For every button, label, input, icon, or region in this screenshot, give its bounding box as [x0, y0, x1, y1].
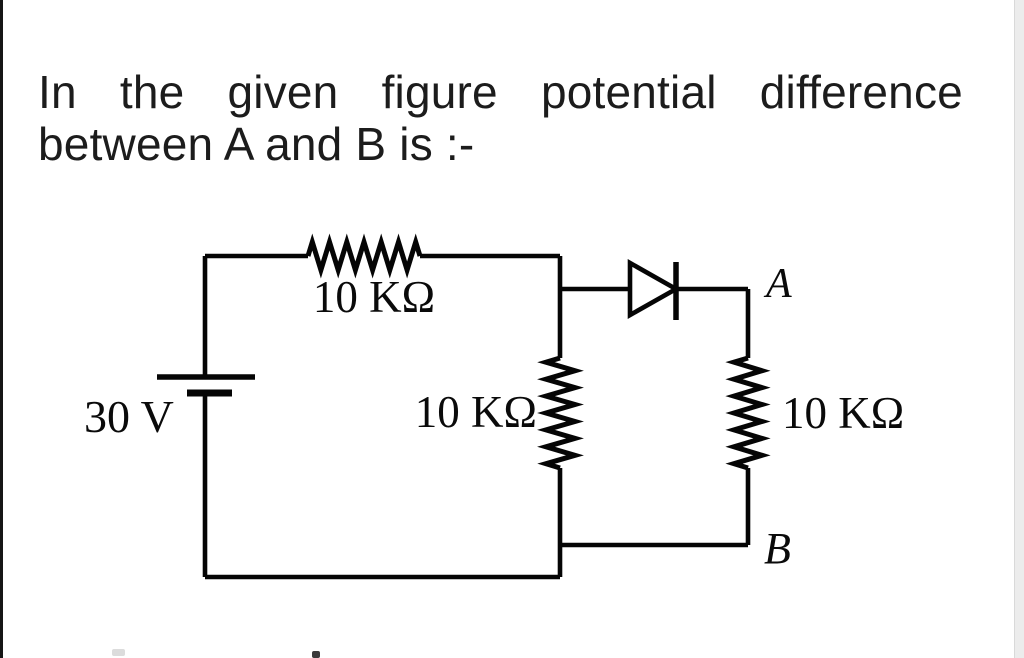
question-line-2: between A and B is :- — [38, 118, 475, 170]
middle-resistor-label: 10 KΩ — [415, 387, 537, 437]
question-word: In — [38, 66, 77, 118]
question-word: given — [227, 66, 339, 118]
middle-resistor-zigzag — [537, 355, 584, 471]
diode-branch-wire — [560, 286, 751, 358]
top-resistor-label: 10 KΩ — [313, 272, 435, 322]
question-word: potential — [540, 66, 717, 118]
question-word: figure — [381, 66, 498, 118]
battery-voltage-label: 30 V — [84, 391, 174, 442]
clipped-next-line-speck — [312, 651, 320, 658]
page-left-border — [0, 0, 3, 658]
question-word: difference — [759, 66, 963, 118]
node-a-label: A — [763, 261, 792, 307]
diode-icon — [627, 259, 681, 319]
right-resistor-zigzag — [725, 355, 771, 471]
clipped-next-line-speck — [112, 649, 125, 656]
right-lower-wire — [560, 468, 751, 548]
scrollbar-track[interactable] — [1014, 0, 1024, 658]
right-resistor-label: 10 KΩ — [782, 388, 904, 438]
question-word: the — [119, 66, 185, 118]
top-resistor-zigzag — [305, 233, 423, 279]
node-b-label: B — [764, 524, 791, 573]
